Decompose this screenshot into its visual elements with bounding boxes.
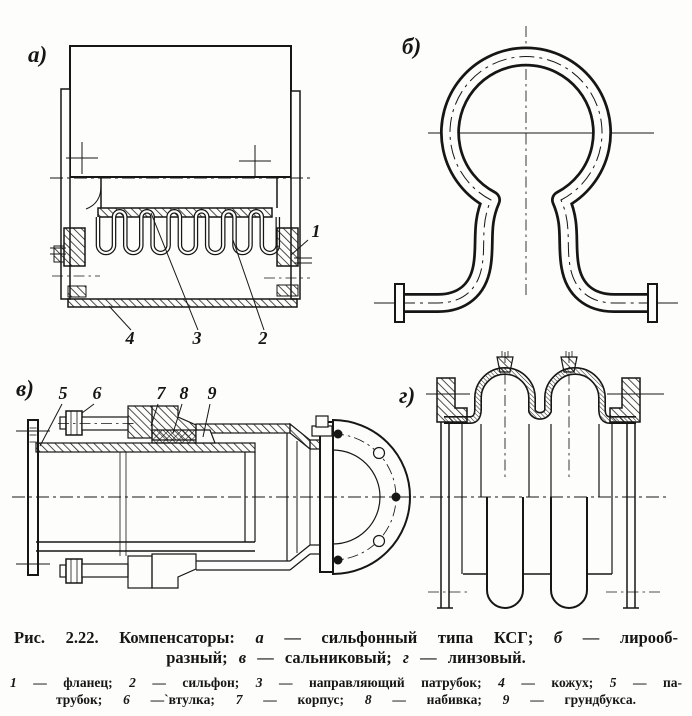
packing bbox=[151, 429, 197, 444]
flange-blocks bbox=[426, 377, 664, 423]
callout-7: 7 bbox=[157, 383, 167, 403]
callout-2: 2 bbox=[258, 328, 268, 348]
panel-v-callouts: 5 6 7 8 9 bbox=[39, 383, 217, 447]
outer-casing-bottom bbox=[67, 298, 298, 308]
flange-right bbox=[264, 227, 312, 297]
top-nipples bbox=[496, 351, 578, 481]
panel-a-callouts: 1 4 3 2 bbox=[108, 212, 321, 348]
callout-4: 4 bbox=[125, 328, 135, 348]
centerline-marks bbox=[50, 142, 312, 179]
lens-wall-band bbox=[444, 367, 636, 424]
gland-follower bbox=[195, 429, 216, 444]
inner-pipe bbox=[35, 442, 256, 552]
section-verticals bbox=[440, 422, 636, 574]
bottom-lobes bbox=[428, 497, 662, 609]
legend-line-2: трубок; 6 —`втулка; 7 — корпус; 8 — наби… bbox=[56, 692, 637, 707]
panel-g-label: г) bbox=[399, 383, 415, 408]
callout-8: 8 bbox=[180, 383, 189, 403]
pipe-flanges bbox=[374, 283, 678, 323]
panel-v-stuffing-box-compensator: в) bbox=[12, 376, 424, 589]
panel-b-label: б) bbox=[402, 34, 421, 59]
panel-a-label: а) bbox=[28, 42, 47, 67]
figure-legend: 1 — фланец; 2 — сильфон; 3 — направляющи… bbox=[10, 674, 682, 708]
panel-b-lyre-compensator: б) bbox=[374, 26, 678, 323]
gland-studs bbox=[119, 452, 127, 556]
callout-9: 9 bbox=[208, 383, 217, 403]
bottom-mirror-outline bbox=[59, 544, 322, 589]
casing-body bbox=[151, 405, 323, 561]
lyre-pipe bbox=[400, 46, 652, 313]
crosshair-centerlines bbox=[428, 26, 654, 298]
bellows bbox=[95, 209, 281, 256]
legend-line-1: 1 — фланец; 2 — сильфон; 3 — направляющи… bbox=[10, 675, 682, 690]
panel-a-bellows-compensator: а) bbox=[28, 42, 321, 348]
panel-v-label: в) bbox=[16, 376, 34, 401]
callout-1: 1 bbox=[312, 221, 321, 241]
panel-g-lens-compensator: г) bbox=[399, 351, 668, 609]
caption-line-2: разный; в — сальниковый; г — линзовый. bbox=[166, 648, 526, 667]
callout-3: 3 bbox=[192, 328, 202, 348]
gland-bolt-top bbox=[58, 405, 153, 439]
guide-tube bbox=[85, 177, 278, 218]
callout-6: 6 bbox=[93, 383, 102, 403]
caption-line-1: Рис. 2.22. Компенсаторы: а — сильфонный … bbox=[14, 628, 679, 647]
flange-left bbox=[50, 227, 100, 298]
cover-shell bbox=[60, 45, 301, 300]
end-flange-disc bbox=[311, 415, 411, 576]
callout-5: 5 bbox=[59, 383, 68, 403]
figure-caption: Рис. 2.22. Компенсаторы: а — сильфонный … bbox=[14, 628, 678, 668]
